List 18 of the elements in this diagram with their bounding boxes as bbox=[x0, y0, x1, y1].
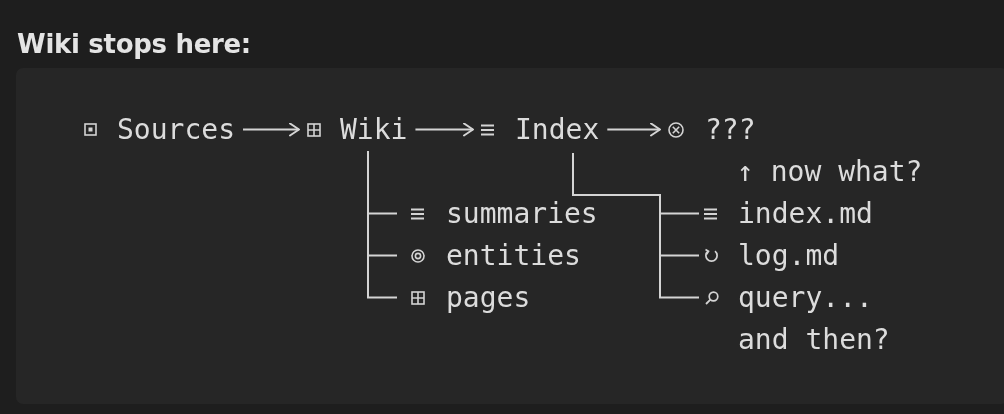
arrow bbox=[414, 122, 474, 137]
heading: Wiki stops here: bbox=[17, 28, 251, 61]
node-label: index.md bbox=[738, 199, 873, 229]
node-label: log.md bbox=[738, 241, 840, 271]
connector-line bbox=[572, 152, 700, 299]
node-label: ??? bbox=[705, 115, 756, 145]
arrow bbox=[606, 122, 661, 137]
node-label: Sources bbox=[117, 115, 235, 145]
node-label: pages bbox=[446, 283, 531, 313]
arrow bbox=[242, 122, 300, 137]
node-label: Wiki bbox=[340, 115, 408, 145]
node-label: summaries bbox=[446, 199, 598, 229]
node-label: query... bbox=[738, 283, 874, 313]
node-label: Index bbox=[515, 115, 600, 145]
annotation-text: ↑ now what? bbox=[737, 157, 923, 187]
node-label: and then? bbox=[738, 325, 890, 355]
node-label: entities bbox=[446, 241, 581, 271]
connector-line bbox=[367, 150, 398, 299]
